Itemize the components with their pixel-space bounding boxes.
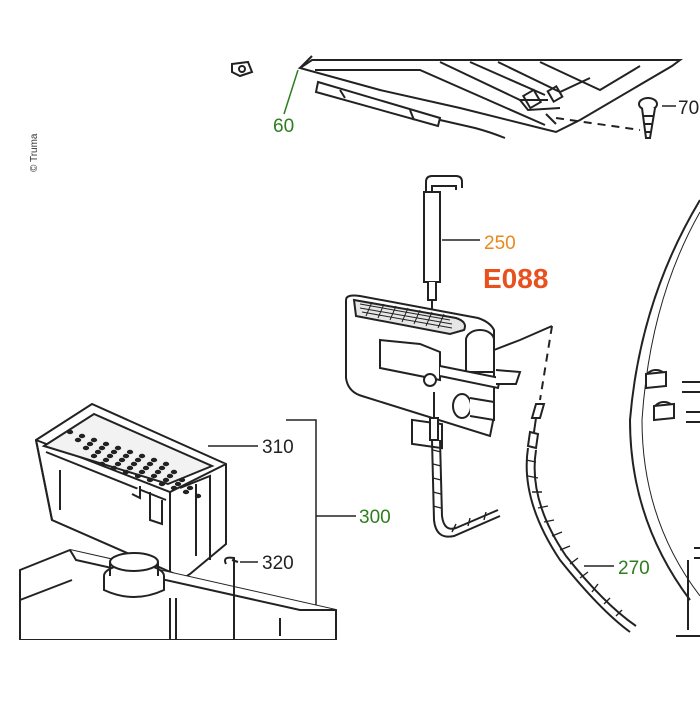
vent-hole	[154, 469, 162, 475]
vent-hole	[134, 473, 142, 479]
vent-hole	[146, 477, 154, 483]
vent-hole	[94, 449, 102, 455]
top-housing-drawing	[231, 59, 683, 139]
copyright-text: © Truma	[29, 133, 40, 172]
vent-hole	[166, 473, 174, 479]
vent-hole	[162, 477, 170, 483]
vent-hole	[174, 481, 182, 487]
vent-hole	[110, 449, 118, 455]
burner-drawing	[345, 294, 553, 450]
vent-hole	[134, 457, 142, 463]
vent-hole	[142, 465, 150, 471]
leader-60	[283, 69, 299, 115]
vent-hole	[66, 429, 74, 435]
callout-270: 270	[618, 558, 650, 579]
vent-hole	[114, 461, 122, 467]
vent-hole	[74, 437, 82, 443]
vent-hole	[182, 489, 190, 495]
vent-hole	[122, 469, 130, 475]
vent-hole	[110, 465, 118, 471]
right-side-parts	[628, 199, 700, 637]
callout-60: 60	[273, 116, 294, 137]
vent-hole	[146, 461, 154, 467]
screw-70-drawing	[638, 97, 658, 139]
vent-hole	[186, 485, 194, 491]
vent-hole	[118, 457, 126, 463]
vent-hole	[82, 445, 90, 451]
callout-320: 320	[262, 553, 294, 574]
vent-hole	[98, 445, 106, 451]
vent-hole	[194, 493, 202, 499]
vent-hole	[106, 453, 114, 459]
box-vent-holes	[66, 429, 202, 499]
vent-hole	[150, 457, 158, 463]
callout-300: 300	[359, 507, 391, 528]
vent-hole	[170, 485, 178, 491]
vent-hole	[90, 437, 98, 443]
vent-hole	[170, 469, 178, 475]
vent-hole	[78, 433, 86, 439]
vent-hole	[162, 461, 170, 467]
vent-hole	[158, 481, 166, 487]
vent-hole	[114, 445, 122, 451]
vent-hole	[98, 461, 106, 467]
callout-70: 70	[678, 98, 699, 119]
callout-250: 250	[484, 233, 516, 254]
vent-hole	[126, 449, 134, 455]
electrode-250-drawing	[423, 175, 463, 330]
highlight-code: E088	[483, 263, 548, 294]
vent-hole	[150, 473, 158, 479]
vent-hole	[102, 441, 110, 447]
vent-hole	[102, 457, 110, 463]
vent-hole	[130, 461, 138, 467]
vent-hole	[90, 453, 98, 459]
vent-hole	[158, 465, 166, 471]
vent-hole	[178, 477, 186, 483]
vent-hole	[86, 441, 94, 447]
mounting-plate-drawing	[19, 548, 337, 641]
vent-hole	[138, 469, 146, 475]
vent-hole	[138, 453, 146, 459]
thermocouple-270-drawing	[525, 403, 637, 633]
vent-hole	[122, 453, 130, 459]
callout-310: 310	[262, 437, 294, 458]
ignition-cable-drawing	[429, 392, 501, 538]
vent-hole	[126, 465, 134, 471]
